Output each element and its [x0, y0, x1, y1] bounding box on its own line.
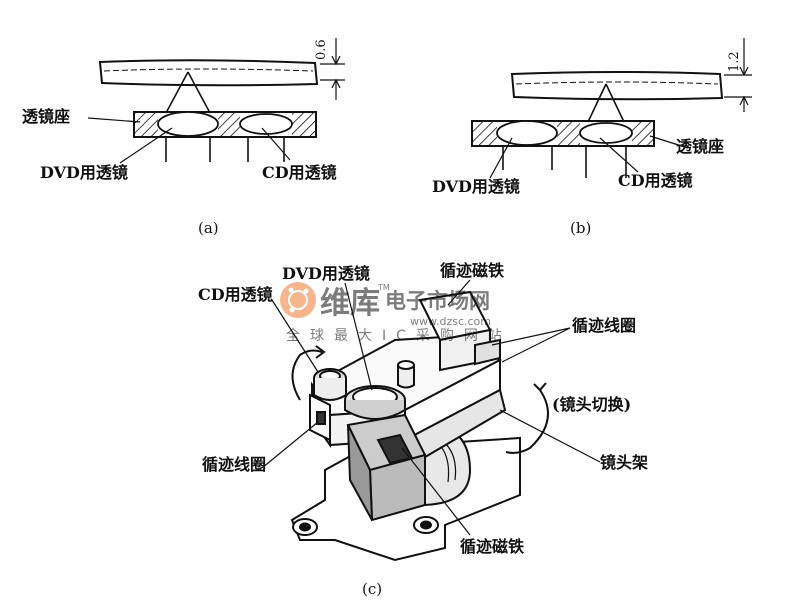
lens-seat-a [133, 111, 317, 138]
watermark-tm: TM [377, 283, 390, 292]
tracking-magnet-top-label: 循迹磁铁 [440, 261, 504, 280]
leader-dvd-a [119, 127, 173, 164]
gap-label-b: 1.2 [727, 51, 742, 72]
panel-c: DVD用透镜 CD用透镜 循迹磁铁 循迹线圈 (镜头切换) 镜头架 循迹线圈 循… [198, 261, 648, 598]
watermark-url: www.dzsc.com [410, 315, 491, 328]
watermark: 维库 电子市场网 TM www.dzsc.com 全球最大IC采购网站 [280, 282, 512, 344]
leader-seat-a [87, 117, 141, 123]
leaders-c [261, 279, 601, 536]
cd-lens-b [579, 122, 633, 144]
caption-c: (c) [362, 580, 382, 598]
cd-lens-label-b: CD用透镜 [618, 171, 693, 190]
dvd-lens-label-b: DVD用透镜 [432, 177, 520, 196]
dvd-lens-b [496, 120, 558, 146]
caption-b: (b) [570, 219, 591, 237]
lens-seat-b [471, 120, 655, 147]
leader-dvd-b [489, 137, 513, 179]
lens-holder-label: 镜头架 [600, 453, 648, 472]
leader-cd-b [599, 137, 639, 173]
beam-a [165, 71, 285, 162]
watermark-brand: 维库 [320, 286, 380, 321]
lens-switch-label: (镜头切换) [552, 395, 631, 414]
tracking-coil-top [418, 290, 501, 372]
panel-a: 0.6 透镜座 DVD用透镜 CD用透镜 (a) [22, 38, 345, 237]
dvd-lens-label-c: DVD用透镜 [282, 264, 370, 283]
tracking-coil-left [309, 393, 331, 442]
cd-lens-a [239, 113, 293, 135]
cd-lens-c [313, 368, 347, 401]
dimension-b [724, 38, 752, 112]
cd-lens-label-c: CD用透镜 [198, 285, 273, 304]
dimension-a [320, 38, 345, 100]
leader-seat-b [649, 135, 689, 149]
dvd-lens-c [344, 385, 406, 420]
dvd-lens-label-a: DVD用透镜 [40, 163, 128, 182]
disc-b [510, 71, 724, 101]
watermark-brand-suffix: 电子市场网 [385, 289, 490, 313]
lens-seat-label-b: 透镜座 [676, 137, 724, 156]
pin-c [397, 360, 415, 389]
dvd-lens-a [157, 111, 219, 137]
disc-a [98, 59, 319, 87]
leader-cd-a [261, 127, 291, 161]
watermark-slogan: 全球最大IC采购网站 [286, 327, 512, 344]
gap-label-a: 0.6 [314, 39, 329, 60]
rotation-arrow-right [505, 389, 549, 454]
tracking-coil-right-label: 循迹线圈 [572, 316, 636, 335]
rotation-arrow-left [291, 349, 323, 401]
cd-lens-label-a: CD用透镜 [262, 163, 337, 182]
watermark-logo-icon [280, 282, 316, 318]
tracking-coil-left-label: 循迹线圈 [202, 455, 266, 474]
tracking-magnet-front [346, 413, 427, 522]
lens-seat-label-a: 透镜座 [22, 107, 70, 126]
tracking-magnet-bottom-label: 循迹磁铁 [460, 537, 524, 556]
panel-b: 1.2 透镜座 DVD用透镜 CD用透镜 (b) [432, 38, 752, 237]
caption-a: (a) [198, 219, 219, 237]
